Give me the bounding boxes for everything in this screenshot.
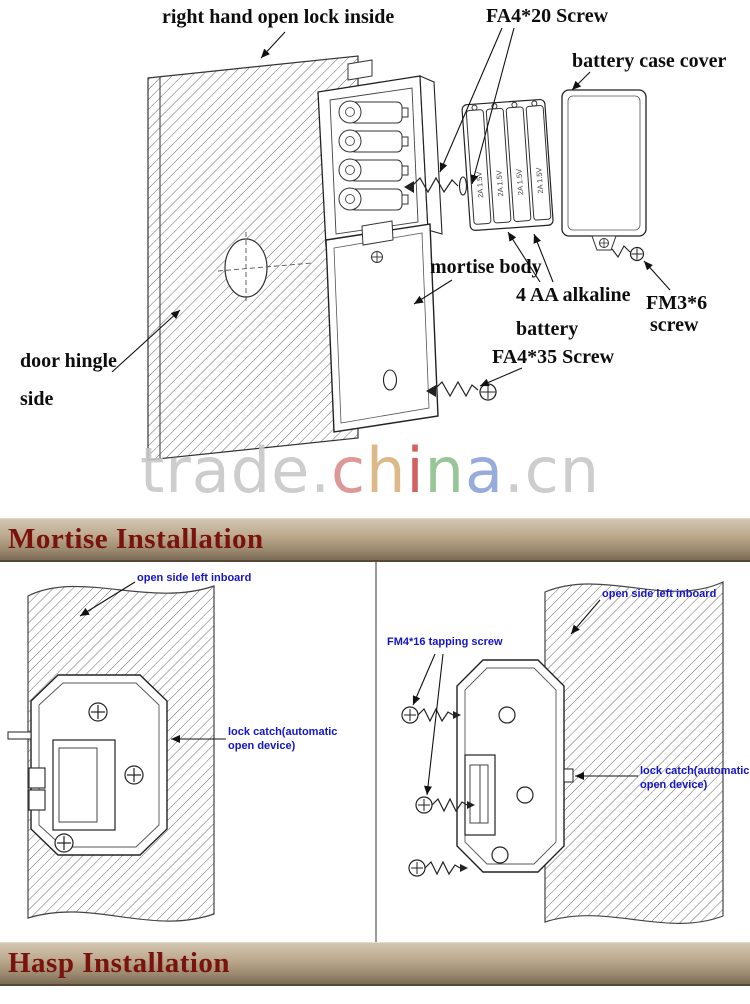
door-edge-drawing — [544, 581, 724, 924]
mortise-body-drawing — [317, 59, 443, 247]
label-fm3-6-line2: screw — [650, 314, 699, 336]
mortise-left-diagram — [7, 581, 226, 922]
battery-pack-drawing: 2A 1.5V 2A 1.5V 2A 1.5V 2A 1.5V — [461, 98, 554, 231]
label-battery-case-cover: battery case cover — [572, 50, 727, 72]
watermark-letter: c — [331, 434, 367, 507]
hasp-installation-band: Hasp Installation — [0, 942, 750, 986]
exploded-lock-diagram: 2A 1.5V 2A 1.5V 2A 1.5V 2A 1.5V — [111, 27, 671, 461]
watermark-letter: i — [406, 434, 425, 507]
watermark-letter: h — [366, 434, 407, 507]
watermark-suffix: .cn — [503, 434, 601, 507]
label-open-side-left: open side left inboard — [137, 572, 252, 584]
watermark-prefix: trade. — [140, 434, 332, 507]
label-door-hinge-line2: side — [20, 388, 54, 410]
mortise-panel-right: open side left inboard FM4*16 tapping sc… — [375, 562, 750, 942]
mortise-installation-band: Mortise Installation — [0, 518, 750, 562]
mortise-panel-left: open side left inboard lock catch(automa… — [0, 562, 375, 942]
label-lock-catch-line1: lock catch(automatic — [228, 726, 338, 738]
label-lock-catch-line1: lock catch(automatic — [640, 765, 750, 777]
fm3-6-screw-drawing — [611, 245, 645, 262]
front-cover-plate-drawing — [325, 220, 439, 433]
battery-cell-label: 2A 1.5V — [514, 169, 525, 196]
label-aa-battery-line1: 4 AA alkaline — [516, 284, 631, 306]
trade-china-watermark: trade.china.cn — [140, 434, 600, 507]
lock-catch-plate-drawing — [456, 659, 574, 873]
watermark-letter: n — [424, 434, 465, 507]
label-fa4-35-screw: FA4*35 Screw — [492, 346, 615, 368]
label-aa-battery-line2: battery — [516, 318, 579, 340]
lock-catch-plate-drawing — [7, 674, 168, 856]
label-open-side-left: open side left inboard — [602, 588, 717, 600]
label-lock-catch-line2: open device) — [228, 740, 296, 752]
mortise-installation-section: open side left inboard lock catch(automa… — [0, 562, 750, 942]
exploded-view-section: 2A 1.5V 2A 1.5V 2A 1.5V 2A 1.5V — [20, 5, 727, 507]
tapping-screws-drawing — [401, 706, 475, 877]
mortise-right-diagram — [401, 581, 724, 924]
battery-cell-label: 2A 1.5V — [474, 171, 485, 198]
battery-cell-label: 2A 1.5V — [494, 170, 505, 197]
battery-cell-label: 2A 1.5V — [534, 167, 545, 194]
hasp-installation-title: Hasp Installation — [8, 947, 231, 979]
watermark-letter: a — [464, 434, 504, 507]
leader-lines — [79, 581, 226, 743]
leader-lines — [111, 27, 671, 387]
leader-lines — [412, 599, 638, 796]
label-mortise-body: mortise body — [430, 256, 542, 278]
battery-case-cover-drawing — [561, 89, 647, 251]
label-right-hand-open-lock: right hand open lock inside — [162, 6, 395, 28]
mortise-installation-title: Mortise Installation — [8, 523, 264, 555]
internal-batteries — [338, 100, 409, 211]
bottom-filler — [0, 986, 750, 1004]
label-fm3-6-line1: FM3*6 — [646, 292, 708, 314]
label-door-hinge-line1: door hingle — [20, 350, 117, 372]
label-tapping-screw: FM4*16 tapping screw — [387, 636, 503, 648]
label-lock-catch-line2: open device) — [640, 779, 708, 791]
label-fa4-20-screw: FA4*20 Screw — [486, 5, 609, 27]
